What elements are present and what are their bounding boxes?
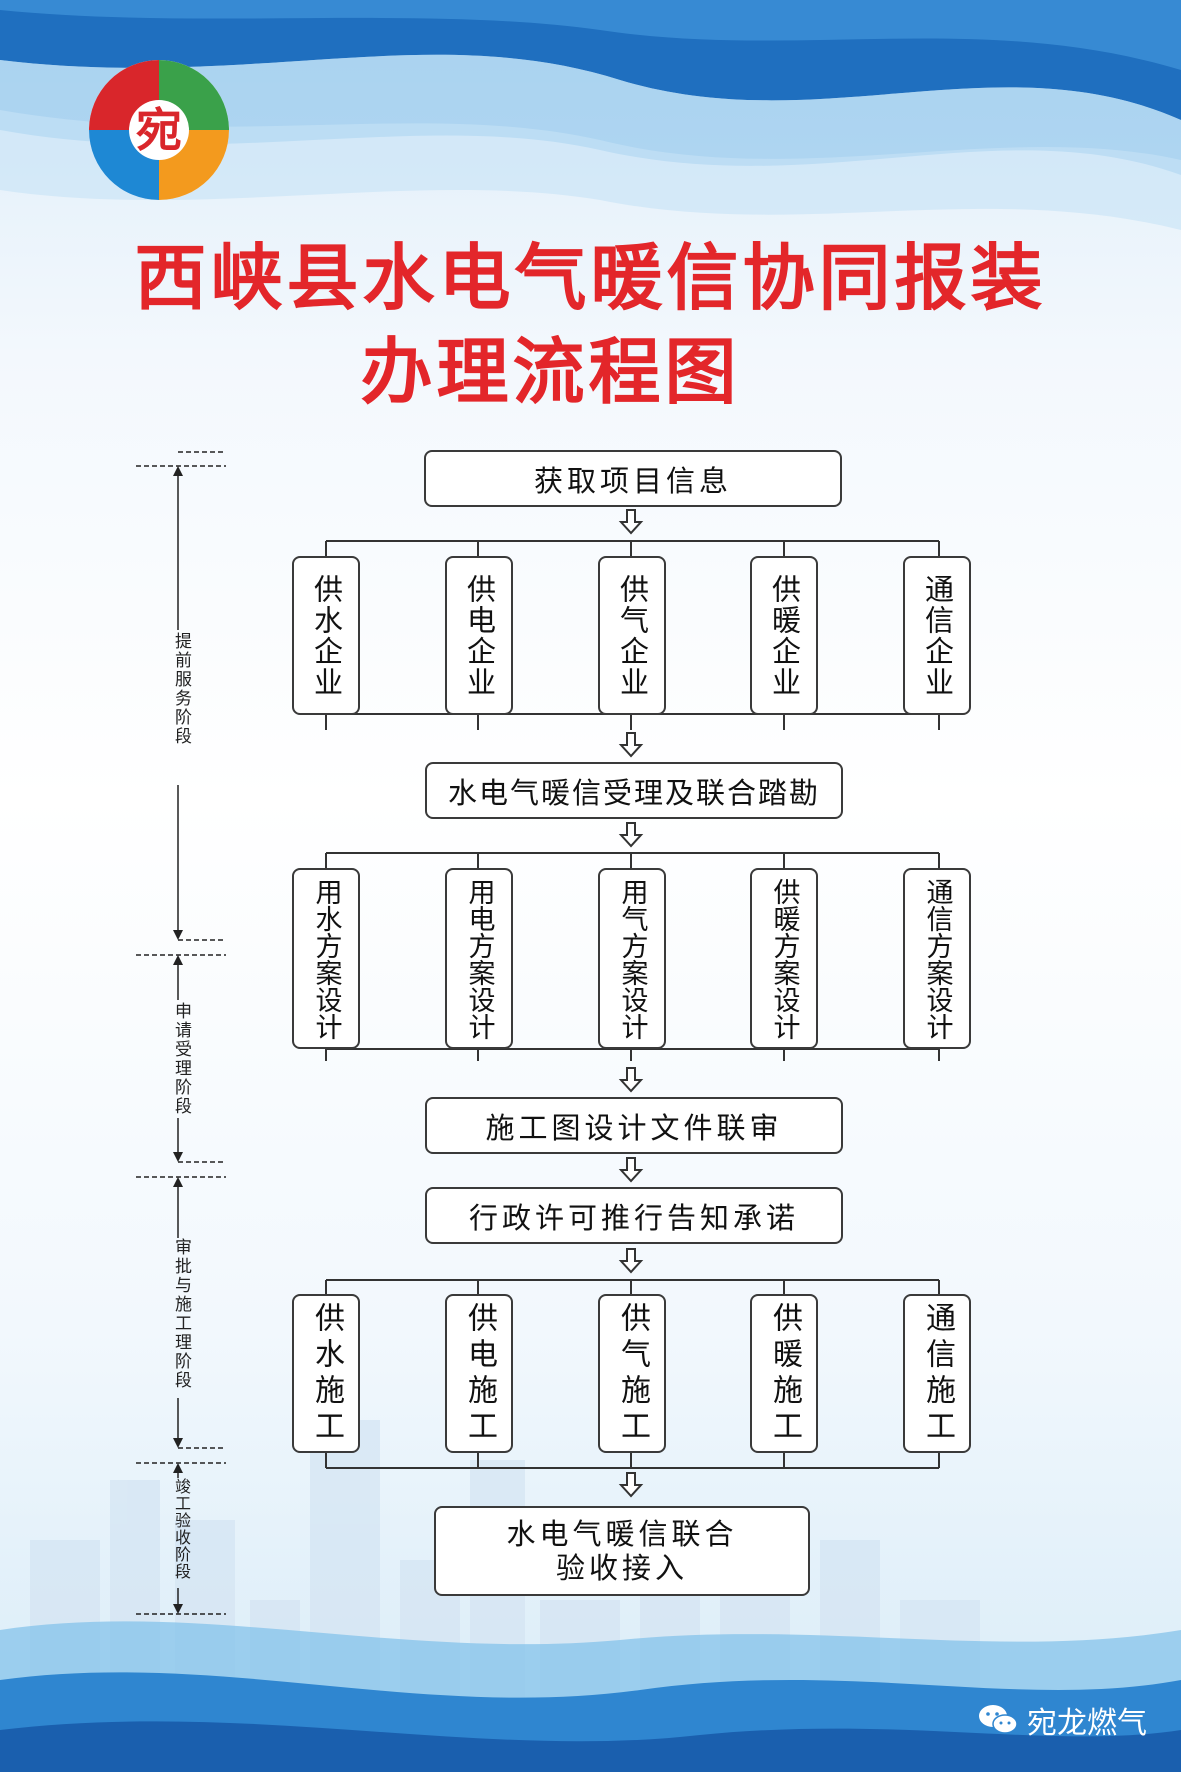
flow-node-telecom-plan: 通信方案设计 <box>903 868 971 1049</box>
footer-brand-name: 宛龙燃气 <box>1027 1706 1147 1741</box>
flow-step-permit-commitment: 行政许可推行告知承诺 <box>425 1187 843 1244</box>
logo-emblem-icon <box>89 60 229 200</box>
flow-node-heating-company: 供暖企业 <box>750 556 818 715</box>
flow-node-telecom-construction: 通信施工 <box>903 1294 971 1453</box>
arrow-down-icon <box>618 1248 644 1274</box>
stage-indicator <box>136 451 226 1615</box>
page-subtitle: 办理流程图 <box>360 330 741 414</box>
arrow-down-icon <box>618 1472 644 1498</box>
logo-text: 宛 <box>136 103 182 157</box>
arrow-down-icon <box>618 1067 644 1093</box>
flow-node-water-construction: 供水施工 <box>292 1294 360 1453</box>
stage-label-approval-construction: 审批与施工理阶段 <box>171 1238 191 1390</box>
flow-node-heating-construction: 供暖施工 <box>750 1294 818 1453</box>
flow-node-heating-plan: 供暖方案设计 <box>750 868 818 1049</box>
flow-step-joint-acceptance-line2: 验收接入 <box>555 1551 688 1585</box>
flow-node-gas-construction: 供气施工 <box>598 1294 666 1453</box>
flow-node-gas-plan: 用气方案设计 <box>598 868 666 1049</box>
arrow-down-icon <box>618 509 644 535</box>
flow-node-power-company: 供电企业 <box>445 556 513 715</box>
stage-label-completion-acceptance: 竣工验收阶段 <box>172 1478 191 1580</box>
footer-brand: 宛龙燃气 <box>977 1698 1147 1742</box>
page-title: 西峡县水电气暖信协同报装 <box>134 236 1047 320</box>
flow-step-joint-acceptance: 水电气暖信联合 验收接入 <box>434 1506 810 1596</box>
flow-node-water-plan: 用水方案设计 <box>292 868 360 1049</box>
wechat-icon <box>979 1705 1018 1734</box>
stage-label-application: 申请受理阶段 <box>171 1002 191 1116</box>
flow-node-gas-company: 供气企业 <box>598 556 666 715</box>
arrow-down-icon <box>618 732 644 758</box>
flow-step-get-project-info: 获取项目信息 <box>424 450 842 507</box>
flow-step-joint-acceptance-line1: 水电气暖信联合 <box>506 1517 738 1551</box>
arrow-down-icon <box>618 822 644 848</box>
logo: 宛 <box>85 56 233 204</box>
flow-node-power-plan: 用电方案设计 <box>445 868 513 1049</box>
flow-step-drawing-review: 施工图设计文件联审 <box>425 1097 843 1154</box>
flow-node-telecom-company: 通信企业 <box>903 556 971 715</box>
flow-node-power-construction: 供电施工 <box>445 1294 513 1453</box>
flow-node-water-company: 供水企业 <box>292 556 360 715</box>
flow-step-joint-survey: 水电气暖信受理及联合踏勘 <box>425 762 843 819</box>
stage-label-advance-service: 提前服务阶段 <box>171 632 191 746</box>
arrow-down-icon <box>618 1157 644 1183</box>
